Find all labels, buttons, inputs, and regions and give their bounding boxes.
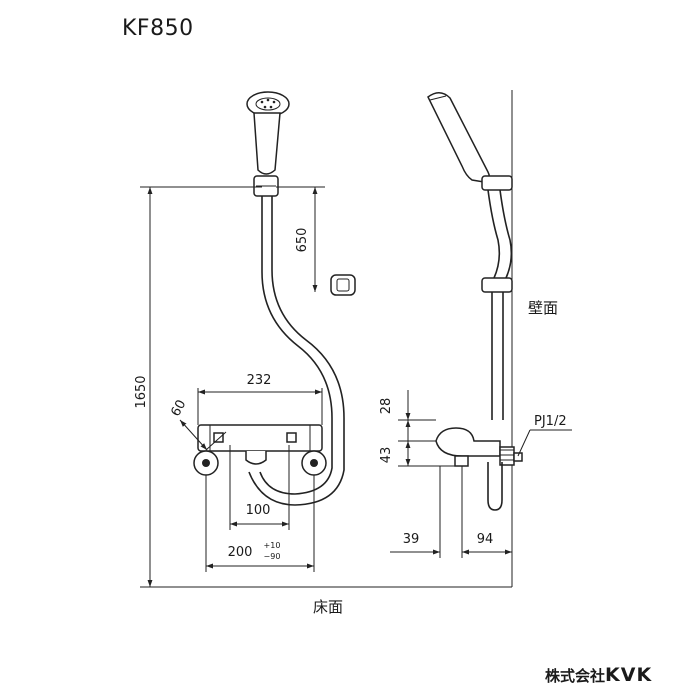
dim-200: 200 bbox=[228, 545, 253, 560]
wall-label: 壁面 bbox=[528, 299, 558, 317]
maker-logo: 株式会社KVK bbox=[545, 664, 652, 686]
side-holder-upper bbox=[481, 175, 513, 191]
maker-prefix: 株式会社 bbox=[545, 667, 606, 685]
side-view bbox=[427, 90, 523, 587]
front-holder bbox=[253, 175, 279, 197]
dim-39: 39 bbox=[403, 532, 420, 547]
dim-94: 94 bbox=[477, 532, 494, 547]
front-shower-head bbox=[246, 91, 290, 175]
floor-label: 床面 bbox=[313, 598, 343, 616]
dim-1650: 1650 bbox=[134, 375, 149, 408]
model-number: KF850 bbox=[122, 16, 194, 41]
side-shower-head bbox=[427, 92, 491, 183]
front-mixer-body bbox=[193, 424, 327, 476]
spare-holder bbox=[330, 274, 356, 296]
maker-brand: KVK bbox=[605, 664, 653, 686]
dim-100: 100 bbox=[246, 503, 271, 518]
side-holder-lower bbox=[481, 277, 513, 293]
tolerance-minus: −90 bbox=[264, 552, 281, 561]
side-dimensions: 28 43 39 94 PJ1/2 bbox=[379, 390, 572, 558]
front-dimensions: 1650 650 232 60 100 200 +10 −90 bbox=[134, 186, 512, 588]
dim-28: 28 bbox=[379, 398, 394, 415]
thread-label: PJ1/2 bbox=[534, 414, 567, 429]
tolerance-plus: +10 bbox=[264, 541, 281, 550]
side-mixer-body bbox=[435, 427, 523, 511]
front-hose bbox=[248, 196, 345, 506]
front-view bbox=[193, 91, 356, 506]
dim-650: 650 bbox=[295, 228, 310, 253]
dim-60: 60 bbox=[168, 398, 189, 420]
dim-232: 232 bbox=[247, 373, 272, 388]
dim-43: 43 bbox=[379, 447, 394, 464]
